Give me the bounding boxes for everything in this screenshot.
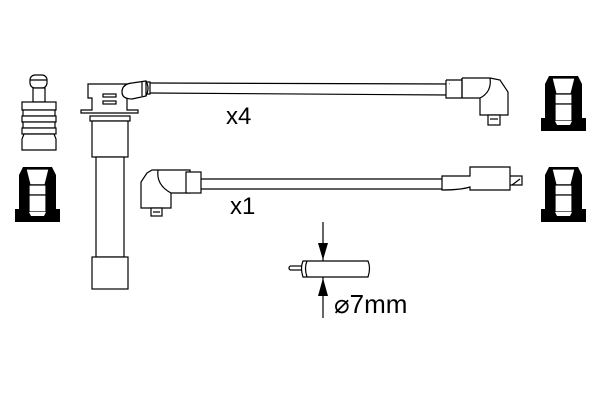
cable-boot-right-bottom xyxy=(540,166,587,223)
cable-boot-right-top xyxy=(540,75,587,132)
diameter-label: ⌀7mm xyxy=(334,289,407,319)
quantity-label-x4: x4 xyxy=(226,103,251,130)
coil-plug-cable xyxy=(80,77,509,290)
cable-boot-left xyxy=(14,166,61,223)
spark-plug-terminal xyxy=(21,74,57,151)
quantity-label-x1: x1 xyxy=(230,193,255,220)
coil-lead-cable xyxy=(140,166,523,217)
cable-diameter-indicator xyxy=(288,222,371,318)
arrow-up-icon xyxy=(318,278,328,296)
arrow-down-icon xyxy=(318,243,328,260)
